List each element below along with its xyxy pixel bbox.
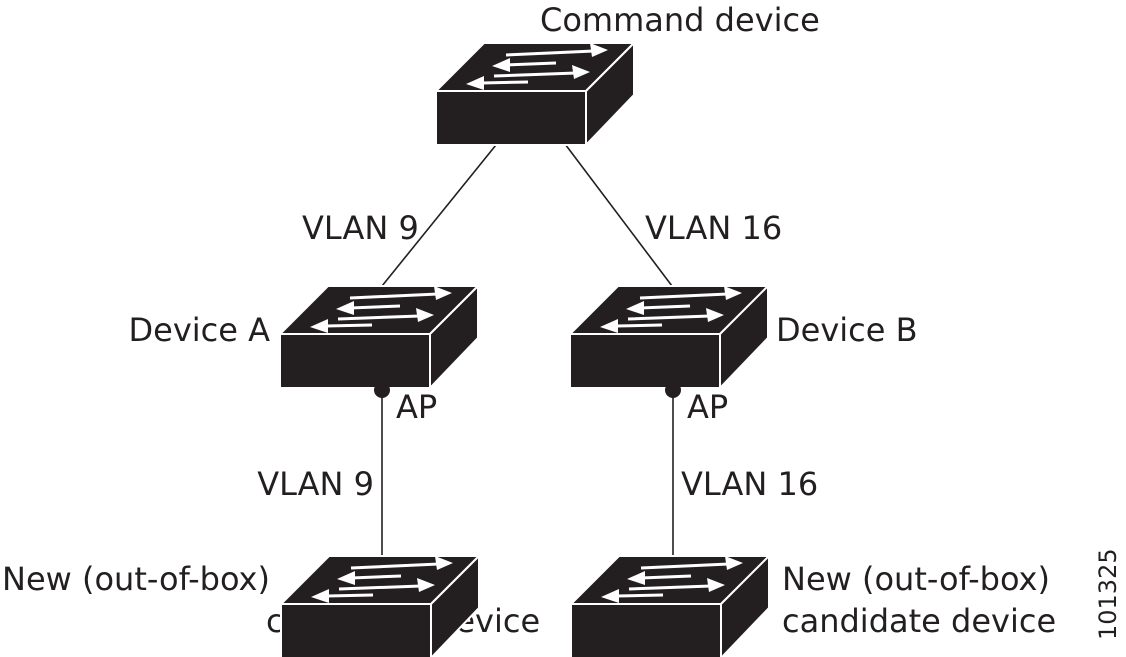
command-device-switch-icon <box>434 41 636 147</box>
access-port-a-label: AP <box>396 388 437 426</box>
figure-id: 101325 <box>1094 548 1122 640</box>
link-label-a-to-candidate: VLAN 9 <box>257 465 374 503</box>
access-port-b-label: AP <box>687 388 728 426</box>
access-port-b-dot <box>665 382 681 398</box>
link-command-to-device-a <box>381 139 501 287</box>
candidate-right-label-line1: New (out-of-box) <box>782 560 1050 598</box>
candidate-left-label-line1: New (out-of-box) <box>2 560 270 598</box>
candidate-left-switch-overlay-icon <box>279 554 481 657</box>
candidate-right-label-line2: candidate device <box>782 602 1056 640</box>
device-b-label: Device B <box>776 311 918 349</box>
device-b-switch-icon <box>568 284 770 390</box>
device-a-switch-icon <box>278 284 480 390</box>
command-device-label: Command device <box>540 1 820 39</box>
link-label-cmd-to-b: VLAN 16 <box>645 209 782 247</box>
link-command-to-device-b <box>561 139 673 287</box>
access-port-a-dot <box>374 382 390 398</box>
link-label-b-to-candidate: VLAN 16 <box>681 465 818 503</box>
link-label-cmd-to-a: VLAN 9 <box>302 209 419 247</box>
candidate-right-switch-icon <box>569 554 771 657</box>
device-a-label: Device A <box>129 311 271 349</box>
